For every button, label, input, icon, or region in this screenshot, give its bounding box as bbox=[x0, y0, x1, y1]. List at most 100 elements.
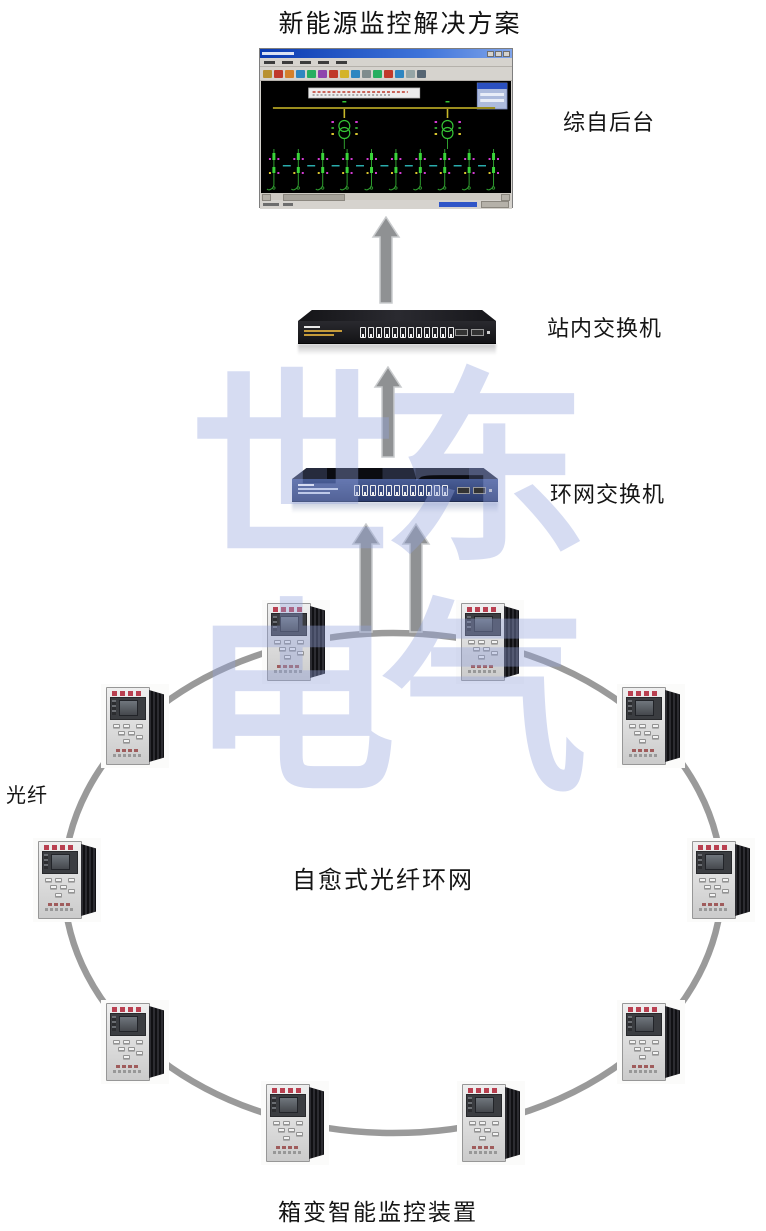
device-key-button bbox=[639, 1055, 646, 1059]
device-model-label bbox=[468, 1088, 500, 1093]
device-model-label bbox=[628, 691, 660, 696]
device-keypad bbox=[466, 1119, 502, 1143]
device-lcd-screen bbox=[280, 616, 299, 632]
scada-toolbar bbox=[260, 67, 512, 81]
device-lcd bbox=[626, 697, 662, 720]
device-lcd-screen bbox=[279, 1097, 298, 1113]
device-caption-line bbox=[113, 1070, 143, 1073]
ring-device-unit bbox=[33, 838, 101, 922]
device-front-panel bbox=[266, 1084, 310, 1162]
device-key-button bbox=[492, 1121, 499, 1125]
device-keypad bbox=[110, 722, 146, 746]
device-key-button bbox=[278, 1128, 285, 1132]
ethernet-port bbox=[394, 484, 400, 496]
device-lcd bbox=[465, 613, 501, 636]
ring-device-unit bbox=[262, 600, 330, 684]
toolbar-icon bbox=[395, 69, 404, 78]
ring-switch-image bbox=[292, 468, 498, 513]
device-key-button bbox=[709, 893, 716, 897]
toolbar-icon bbox=[329, 69, 338, 78]
ethernet-port bbox=[392, 326, 398, 338]
device-lcd-screen bbox=[475, 1097, 494, 1113]
label-devices-caption: 箱变智能监控装置 bbox=[278, 1199, 478, 1225]
device-key-button bbox=[469, 1121, 476, 1125]
scroll-left-icon bbox=[262, 194, 271, 201]
toolbar-icon bbox=[362, 69, 371, 78]
device-key-button bbox=[136, 735, 143, 739]
ethernet-port bbox=[448, 326, 454, 338]
device-key-button bbox=[136, 724, 143, 728]
device-key-button bbox=[50, 885, 57, 889]
device-front-panel bbox=[106, 1003, 150, 1081]
device-side-heatsink bbox=[504, 606, 519, 678]
device-keypad bbox=[110, 1038, 146, 1062]
device-caption-line bbox=[48, 903, 72, 906]
device-key-button bbox=[639, 1040, 646, 1044]
device-caption-line bbox=[471, 665, 495, 668]
device-lcd bbox=[270, 1094, 306, 1117]
device-front-panel bbox=[38, 841, 82, 919]
device-key-button bbox=[629, 724, 636, 728]
ring-device-unit bbox=[101, 1000, 169, 1084]
device-front-panel bbox=[267, 603, 311, 681]
uplink-arrow bbox=[371, 216, 401, 304]
toolbar-icon bbox=[417, 69, 426, 78]
device-caption-line bbox=[277, 665, 301, 668]
device-caption-line bbox=[276, 1146, 300, 1149]
device-key-button bbox=[652, 724, 659, 728]
ethernet-port bbox=[384, 326, 390, 338]
device-key-button bbox=[652, 1040, 659, 1044]
switch-top-face bbox=[292, 468, 498, 479]
device-key-button bbox=[296, 1121, 303, 1125]
device-key-button bbox=[118, 731, 125, 735]
menu-item bbox=[282, 60, 293, 64]
switch-sfp-slots bbox=[457, 486, 492, 494]
device-key-button bbox=[283, 1121, 290, 1125]
device-key-button bbox=[491, 640, 498, 644]
menu-item bbox=[318, 60, 329, 64]
device-key-button bbox=[123, 1040, 130, 1044]
device-lcd-screen bbox=[635, 700, 654, 716]
toolbar-icon bbox=[406, 69, 415, 78]
device-keypad bbox=[696, 876, 732, 900]
close-icon bbox=[503, 50, 510, 57]
device-key-button bbox=[283, 1136, 290, 1140]
device-caption-line bbox=[468, 670, 498, 673]
device-keypad bbox=[42, 876, 78, 900]
ethernet-port bbox=[376, 326, 382, 338]
toolbar-icon bbox=[307, 69, 316, 78]
device-model-label bbox=[273, 607, 305, 612]
station-switch-image bbox=[298, 310, 496, 355]
switch-brand-label bbox=[298, 326, 360, 338]
device-caption-line bbox=[116, 1065, 140, 1068]
device-key-button bbox=[479, 1121, 486, 1125]
device-front-panel bbox=[692, 841, 736, 919]
ethernet-port bbox=[400, 326, 406, 338]
ethernet-port bbox=[408, 326, 414, 338]
device-key-button bbox=[634, 731, 641, 735]
status-text bbox=[263, 203, 279, 206]
ethernet-port bbox=[426, 484, 432, 496]
label-fiber: 光纤 bbox=[6, 785, 48, 807]
ethernet-port bbox=[424, 326, 430, 338]
device-model-label bbox=[112, 1007, 144, 1012]
device-keypad bbox=[465, 638, 501, 662]
device-key-button bbox=[273, 1121, 280, 1125]
scada-hscrollbar bbox=[261, 193, 511, 201]
device-caption-line bbox=[116, 749, 140, 752]
ring-device-unit bbox=[261, 1081, 329, 1165]
label-ring-name: 自愈式光纤环网 bbox=[292, 867, 474, 894]
ethernet-port bbox=[362, 484, 368, 496]
device-key-button bbox=[473, 647, 480, 651]
device-key-button bbox=[639, 739, 646, 743]
device-side-heatsink bbox=[149, 1006, 164, 1078]
device-model-label bbox=[272, 1088, 304, 1093]
ring-device-unit bbox=[617, 684, 685, 768]
menu-item bbox=[264, 60, 275, 64]
device-side-heatsink bbox=[665, 690, 680, 762]
device-key-button bbox=[136, 1040, 143, 1044]
device-lcd bbox=[696, 851, 732, 874]
device-key-button bbox=[123, 724, 130, 728]
switch-reflection bbox=[298, 344, 496, 355]
device-key-button bbox=[492, 1132, 499, 1136]
